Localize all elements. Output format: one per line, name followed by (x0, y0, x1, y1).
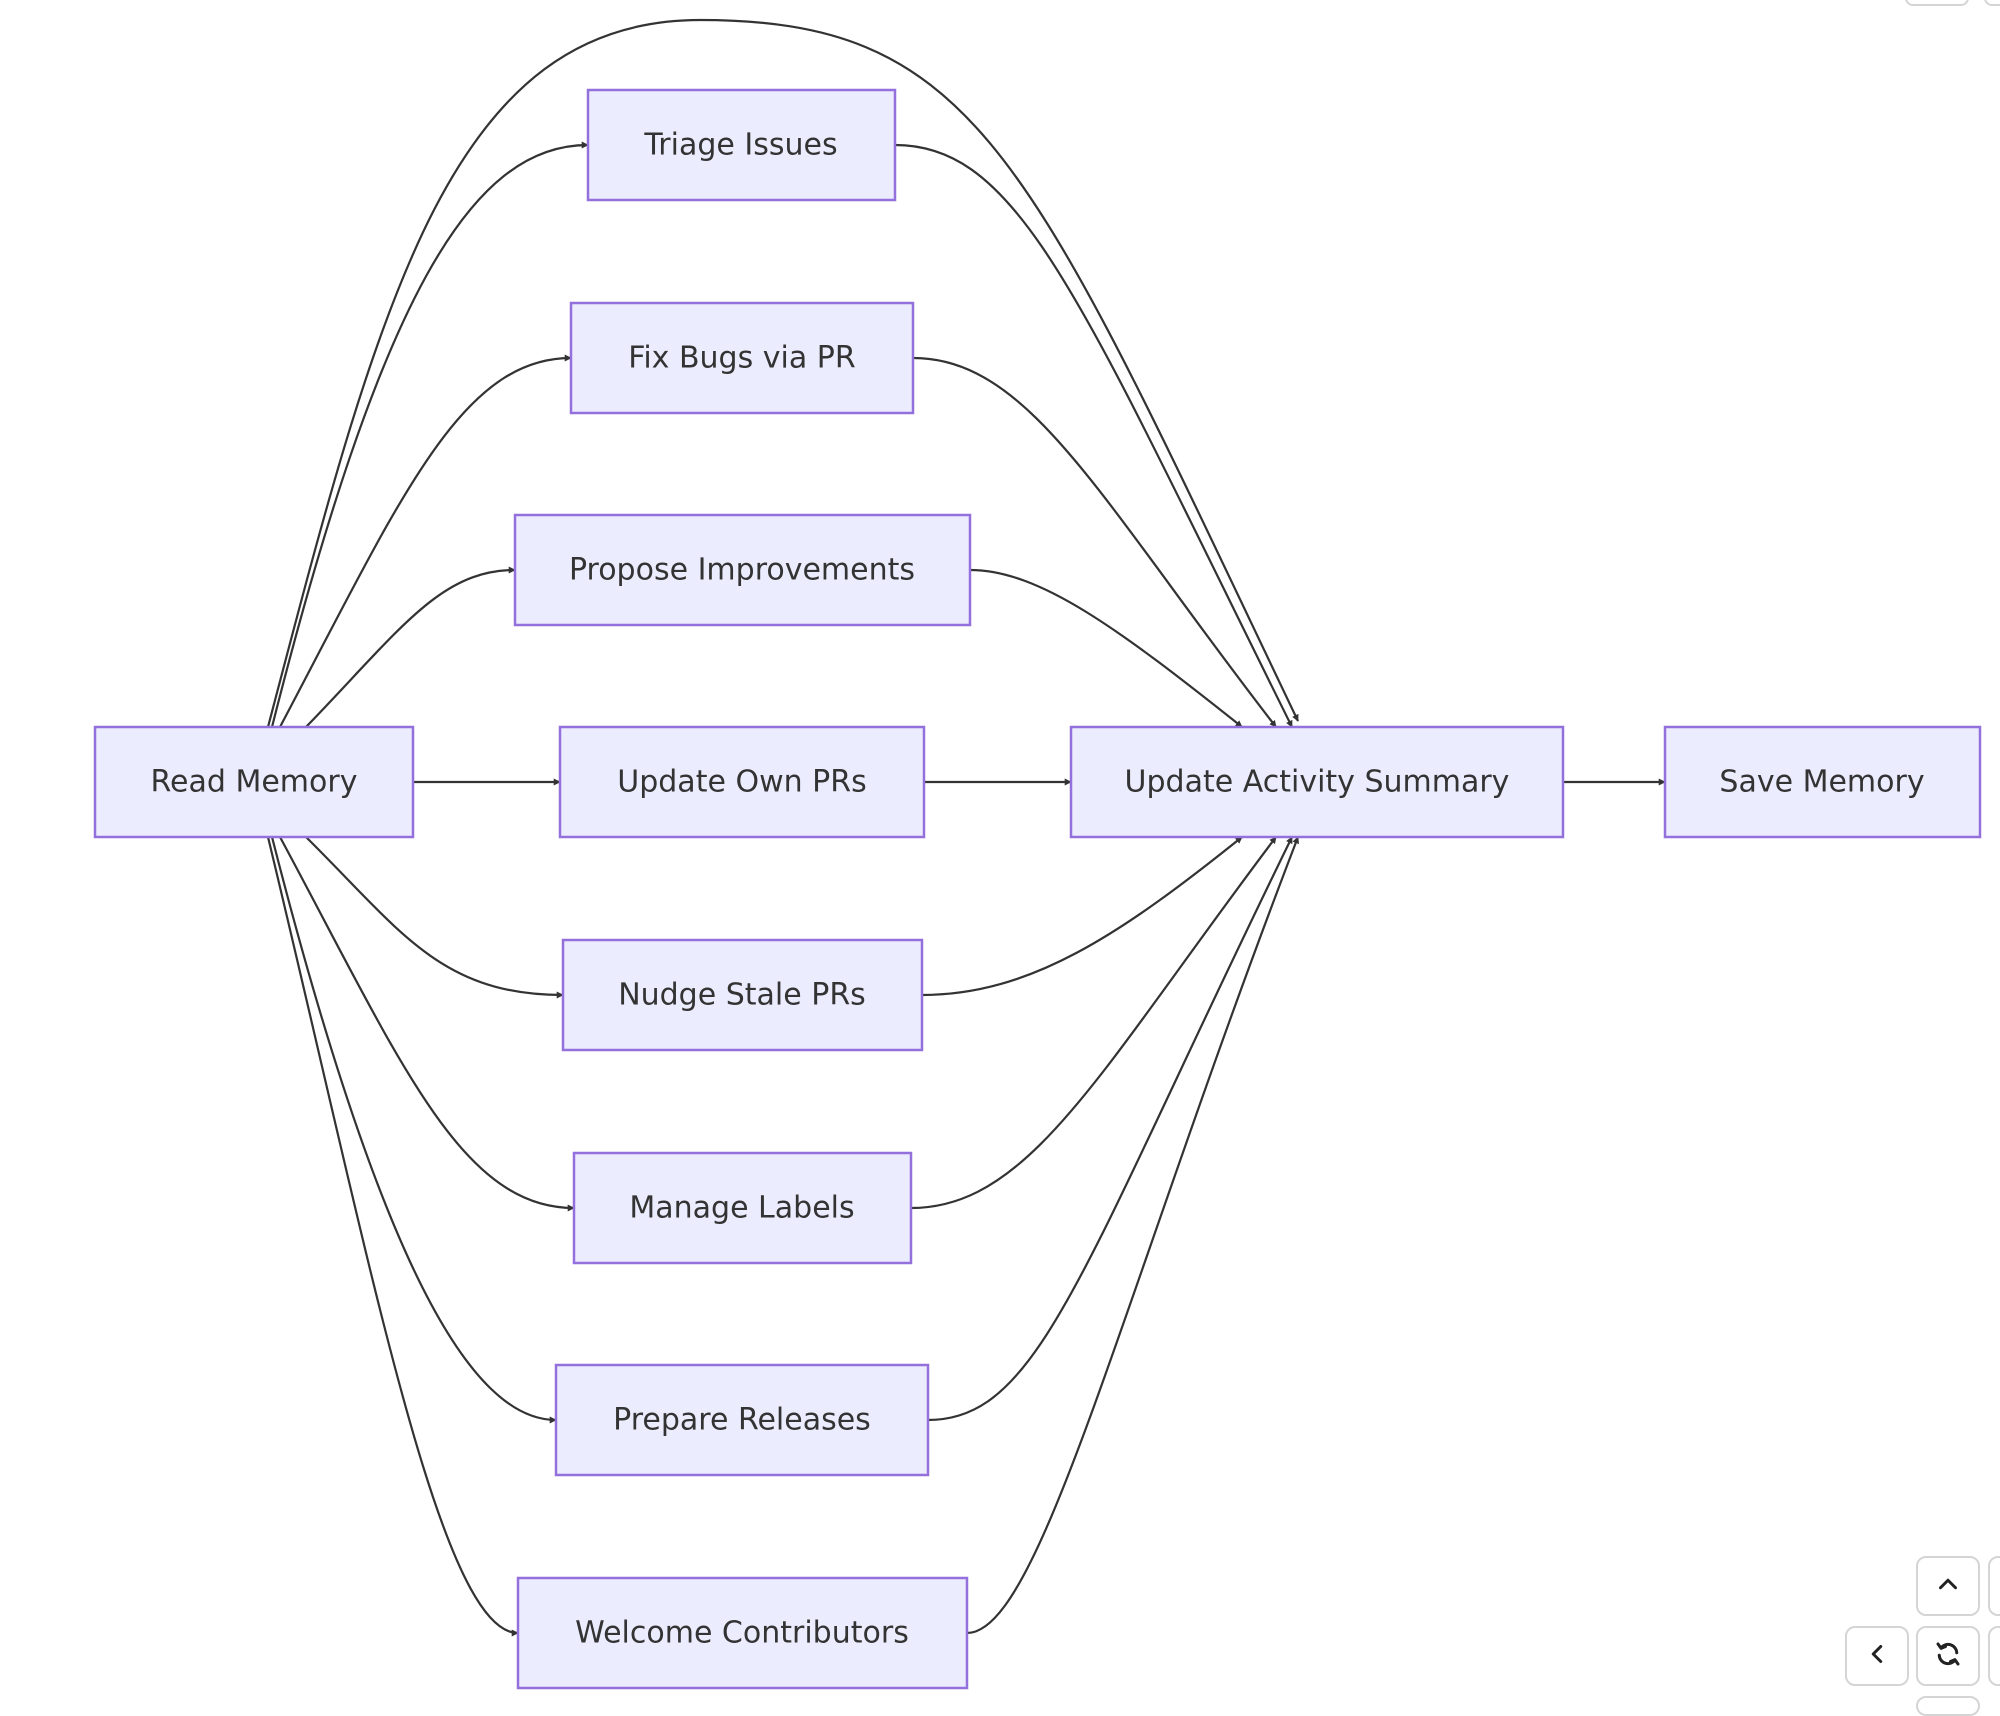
chevron-left-icon (1862, 1639, 1892, 1673)
edge-read-memory-to-manage-labels (279, 836, 575, 1212)
chevron-up-icon (1933, 1569, 1963, 1603)
control-partial-top[interactable] (1905, 0, 1969, 6)
node-save-memory[interactable]: Save Memory (1663, 725, 1982, 839)
edge-read-memory-to-prepare-releases (270, 836, 557, 1424)
edge-manage-labels-to-update-activity-summary (910, 836, 1277, 1210)
node-label-manage-labels: Manage Labels (629, 1191, 854, 1226)
control-partial-bottom[interactable] (1916, 1696, 1980, 1716)
node-update-own-prs[interactable]: Update Own PRs (558, 725, 926, 839)
node-label-propose-improvements: Propose Improvements (569, 553, 915, 588)
pan-left-button[interactable] (1845, 1626, 1909, 1686)
control-partial-top-right[interactable] (1984, 0, 2000, 6)
node-label-fix-bugs-via-pr: Fix Bugs via PR (628, 341, 855, 376)
nodes: Read Memory Triage Issues Fix Bugs via P… (93, 88, 1982, 1690)
edge-read-memory-to-triage-issues (270, 141, 589, 728)
edge-prepare-releases-to-update-activity-summary (927, 836, 1293, 1422)
edge-read-memory-to-welcome-contributors (266, 836, 519, 1637)
node-label-read-memory: Read Memory (151, 765, 358, 800)
edge-fix-bugs-to-update-activity-summary (912, 356, 1277, 728)
node-label-welcome-contributors: Welcome Contributors (575, 1616, 909, 1651)
node-label-update-own-prs: Update Own PRs (617, 765, 866, 800)
node-nudge-stale-prs[interactable]: Nudge Stale PRs (561, 938, 924, 1052)
node-label-save-memory: Save Memory (1719, 765, 1924, 800)
edge-propose-improvements-to-update-activity-summary (969, 568, 1243, 728)
edge-read-memory-to-propose-improvements (305, 566, 516, 728)
edge-read-memory-to-update-activity-summary (266, 18, 1299, 728)
edges (266, 18, 1666, 1637)
refresh-icon (1933, 1639, 1963, 1673)
node-label-triage-issues: Triage Issues (643, 128, 837, 163)
control-partial-right-1[interactable] (1988, 1556, 2000, 1616)
reset-view-button[interactable] (1916, 1626, 1980, 1686)
control-partial-right-2[interactable] (1988, 1626, 2000, 1686)
edge-triage-issues-to-update-activity-summary (894, 143, 1293, 728)
node-read-memory[interactable]: Read Memory (93, 725, 415, 839)
node-label-update-activity-summary: Update Activity Summary (1125, 765, 1510, 800)
node-label-nudge-stale-prs: Nudge Stale PRs (618, 978, 866, 1013)
node-triage-issues[interactable]: Triage Issues (586, 88, 897, 202)
node-prepare-releases[interactable]: Prepare Releases (554, 1363, 930, 1477)
node-fix-bugs-via-pr[interactable]: Fix Bugs via PR (569, 301, 915, 415)
node-manage-labels[interactable]: Manage Labels (572, 1151, 913, 1265)
node-welcome-contributors[interactable]: Welcome Contributors (516, 1576, 969, 1690)
pan-up-button[interactable] (1916, 1556, 1980, 1616)
edge-welcome-contributors-to-update-activity-summary (966, 836, 1300, 1635)
node-update-activity-summary[interactable]: Update Activity Summary (1069, 725, 1565, 839)
edge-nudge-stale-prs-to-update-activity-summary (921, 836, 1243, 997)
edge-read-memory-to-fix-bugs (279, 354, 572, 728)
node-propose-improvements[interactable]: Propose Improvements (513, 513, 972, 627)
edge-read-memory-to-nudge-stale-prs (305, 836, 564, 999)
node-label-prepare-releases: Prepare Releases (613, 1403, 871, 1438)
